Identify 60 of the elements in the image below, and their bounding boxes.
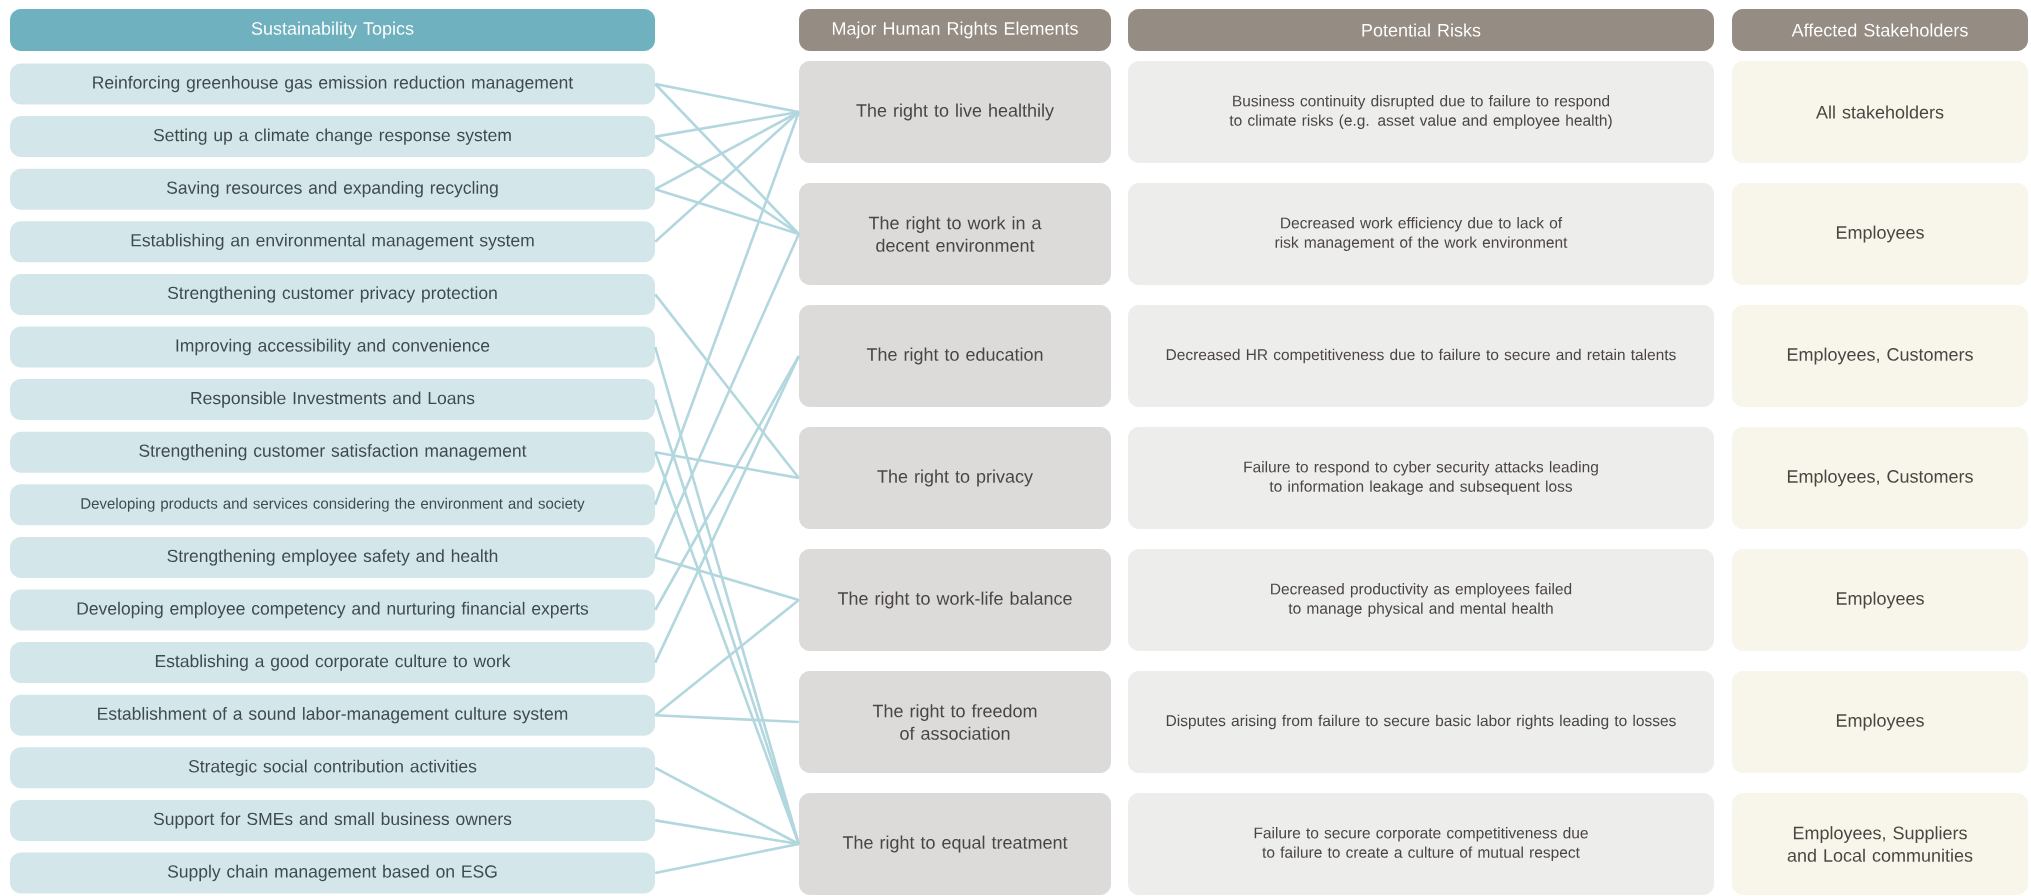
risk-box: Business continuity disrupted due to failure to respond to climate risks (e.g. asset value and employee health) (1128, 61, 1714, 163)
topic-box: Strengthening customer privacy protection (10, 273, 655, 315)
connector-line (655, 819, 800, 846)
topic-box: Developing products and services considering the environment and society (10, 484, 655, 526)
stakeholder-box: Employees, Suppliers and Local communities (1732, 793, 2028, 895)
connector-line (654, 598, 800, 717)
risk-box: Failure to secure corporate competitiveness due to failure to create a culture of mutual respect (1128, 793, 1714, 895)
connector-line (654, 355, 800, 611)
topic-box: Reinforcing greenhouse gas emission reduction management (10, 63, 655, 105)
column-header: Potential Risks (1128, 9, 1714, 51)
rights-box: The right to privacy (799, 427, 1111, 529)
connector-line (654, 556, 800, 602)
risk-box: Failure to respond to cyber security attacks leading to information leakage and subsequent loss (1128, 427, 1714, 529)
connector-line (654, 82, 800, 114)
topic-box: Strengthening customer satisfaction management (10, 431, 655, 473)
topic-box: Establishing an environmental management system (10, 221, 655, 263)
topic-box: Strengthening employee safety and health (10, 536, 655, 578)
topic-box: Strategic social contribution activities (10, 747, 655, 789)
rights-box: The right to freedom of association (799, 671, 1111, 773)
column-header: Affected Stakeholders (1732, 9, 2028, 51)
connector-line (654, 111, 800, 243)
rights-box: The right to equal treatment (799, 793, 1111, 895)
connector-line (654, 355, 800, 664)
risk-box: Decreased HR competitiveness due to failure to secure and retain talents (1128, 305, 1714, 407)
connector-line (654, 842, 800, 875)
connector-line (654, 135, 800, 236)
connector-line (654, 83, 800, 235)
connector-line (654, 766, 800, 846)
stakeholder-box: Employees (1732, 549, 2028, 651)
topic-box: Responsible Investments and Loans (10, 379, 655, 421)
topic-box: Setting up a climate change response system (10, 116, 655, 158)
risk-box: Disputes arising from failure to secure basic labor rights leading to losses (1128, 671, 1714, 773)
topic-box: Developing employee competency and nurturing financial experts (10, 589, 655, 631)
topic-box: Supply chain management based on ESG (10, 852, 655, 894)
rights-box: The right to work in a decent environment (799, 183, 1111, 285)
rights-box: The right to education (799, 305, 1111, 407)
connector-line (654, 293, 800, 479)
risk-box: Decreased productivity as employees failed to manage physical and mental health (1128, 549, 1714, 651)
risk-box: Decreased work efficiency due to lack of risk management of the work environment (1128, 183, 1714, 285)
connector-line (654, 111, 801, 506)
column-header: Sustainability Topics (10, 9, 655, 51)
connector-line (654, 233, 800, 558)
stakeholder-box: All stakeholders (1732, 61, 2028, 163)
topic-box: Establishing a good corporate culture to work (10, 642, 655, 684)
connector-line (655, 450, 800, 480)
stakeholder-box: Employees (1732, 183, 2028, 285)
topic-box: Establishment of a sound labor-management culture system (10, 694, 655, 736)
connector-line (654, 187, 800, 236)
topic-box: Improving accessibility and convenience (10, 326, 655, 368)
rights-box: The right to live healthily (799, 61, 1111, 163)
topic-box: Saving resources and expanding recycling (10, 168, 655, 210)
stakeholder-box: Employees, Customers (1732, 305, 2028, 407)
stakeholder-box: Employees (1732, 671, 2028, 773)
connector-line (655, 110, 800, 138)
rights-box: The right to work-life balance (799, 549, 1111, 651)
column-header: Major Human Rights Elements (799, 9, 1111, 51)
stakeholder-box: Employees, Customers (1732, 427, 2028, 529)
connector-line (654, 110, 800, 191)
topic-box: Support for SMEs and small business owners (10, 799, 655, 841)
connector-line (655, 713, 799, 724)
